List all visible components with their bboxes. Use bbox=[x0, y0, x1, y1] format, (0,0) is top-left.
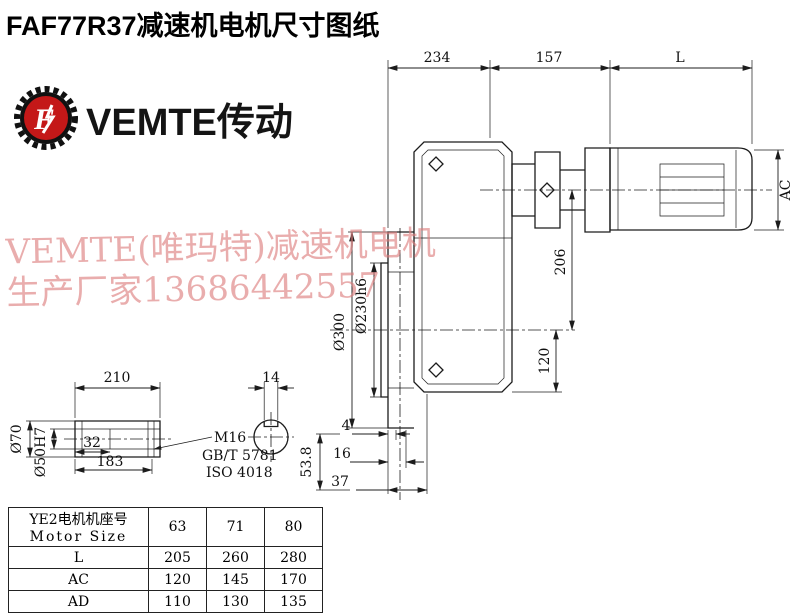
dim-4-label: 4 bbox=[342, 418, 351, 434]
dim-157-label: 157 bbox=[536, 50, 563, 66]
dim-32-label: 32 bbox=[83, 435, 101, 451]
top-extension-lines bbox=[387, 60, 753, 228]
motor-detail-lines bbox=[617, 148, 737, 230]
dimension-ac: AC bbox=[754, 149, 794, 231]
dim-37-label: 37 bbox=[331, 474, 349, 490]
dim-300-label: Ø300 bbox=[332, 313, 348, 351]
bolt-diamond-marks bbox=[428, 156, 555, 378]
row-label: AC bbox=[8, 568, 149, 591]
row-label: L bbox=[8, 546, 149, 569]
dim-206-label: 206 bbox=[553, 249, 569, 276]
section-centerlines bbox=[248, 412, 294, 462]
logo-lightning-stroke bbox=[41, 104, 56, 134]
table-cell: 205 bbox=[148, 546, 207, 569]
table-header-cn: YE2电机机座号 bbox=[29, 512, 128, 528]
keyway-slot bbox=[263, 421, 279, 428]
table-cell: 110 bbox=[148, 590, 207, 613]
shaft-detail-view: 210 32 183 Ø70 Ø50H7 bbox=[9, 370, 172, 477]
table-cell: 260 bbox=[206, 546, 265, 569]
dimension-206: 206 bbox=[553, 189, 575, 331]
table-header-cell: YE2电机机座号 Motor Size bbox=[8, 507, 149, 547]
brand-name: VEMTE传动 bbox=[86, 101, 293, 144]
table-header-row: YE2电机机座号 Motor Size 63 71 80 bbox=[8, 507, 323, 547]
brand-logo: F VEMTE传动 bbox=[14, 86, 293, 150]
table-size-80: 80 bbox=[264, 507, 323, 547]
table-cell: 120 bbox=[148, 568, 207, 591]
table-row-AD: AD 110 130 135 bbox=[8, 590, 323, 613]
table-size-71: 71 bbox=[206, 507, 265, 547]
thread-leader-line bbox=[153, 436, 213, 450]
gear-housing-outline bbox=[413, 141, 513, 393]
motor-body-outline bbox=[609, 147, 753, 231]
dim-234-label: 234 bbox=[424, 50, 451, 66]
dim-70-label: Ø70 bbox=[9, 424, 25, 453]
table-cell: 170 bbox=[264, 568, 323, 591]
dim-14-label: 14 bbox=[262, 370, 280, 386]
dim-L-label: L bbox=[675, 50, 684, 66]
std-gb-label: GB/T 5781 bbox=[202, 448, 278, 464]
table-row-AC: AC 120 145 170 bbox=[8, 568, 323, 591]
thread-m16-label: M16 bbox=[214, 430, 246, 446]
table-cell: 280 bbox=[264, 546, 323, 569]
dim-230-label: Ø230h6 bbox=[354, 278, 370, 334]
shaft-outline bbox=[74, 420, 161, 458]
dimension-120: 120 bbox=[512, 329, 562, 393]
dim-120-label: 120 bbox=[537, 348, 553, 375]
dimensions-flange-diameters: Ø300 Ø230h6 bbox=[332, 231, 388, 429]
dim-50-label: Ø50H7 bbox=[33, 427, 49, 477]
motor-size-table: YE2电机机座号 Motor Size 63 71 80 L 205 260 2… bbox=[8, 507, 323, 613]
main-view bbox=[330, 141, 772, 500]
table-cell: 130 bbox=[206, 590, 265, 613]
input-adapter-stages bbox=[511, 147, 611, 233]
center-lines bbox=[330, 189, 772, 500]
table-row-L: L 205 260 280 bbox=[8, 546, 323, 569]
table-header-en: Motor Size bbox=[29, 529, 128, 545]
row-label: AD bbox=[8, 590, 149, 613]
flange-detail-lines bbox=[388, 271, 414, 389]
dim-16-label: 16 bbox=[333, 446, 351, 462]
gear-housing-inner-line bbox=[414, 149, 512, 385]
ext-flange-dia bbox=[348, 231, 388, 429]
dimensions-bottom-offsets: 4 16 37 53.8 bbox=[299, 394, 428, 494]
std-iso-label: ISO 4018 bbox=[206, 465, 273, 481]
dim-ac-label: AC bbox=[778, 180, 794, 202]
dim-183-label: 183 bbox=[97, 454, 124, 470]
dim-210-label: 210 bbox=[104, 370, 131, 386]
vemte-gear-logo-icon: F bbox=[14, 86, 78, 150]
table-cell: 135 bbox=[264, 590, 323, 613]
table-size-63: 63 bbox=[148, 507, 207, 547]
dim-53_8-label: 53.8 bbox=[299, 446, 315, 477]
dimensions-top: 234 157 L bbox=[387, 50, 753, 228]
key-section-view: 14 bbox=[248, 370, 294, 462]
table-cell: 145 bbox=[206, 568, 265, 591]
ext-210 bbox=[74, 382, 161, 418]
gear-teeth-ring bbox=[14, 86, 78, 150]
thread-spec-callout: M16 GB/T 5781 ISO 4018 bbox=[153, 430, 278, 481]
page-title: FAF77R37减速机电机尺寸图纸 bbox=[6, 11, 380, 41]
ext-70 bbox=[26, 420, 75, 458]
